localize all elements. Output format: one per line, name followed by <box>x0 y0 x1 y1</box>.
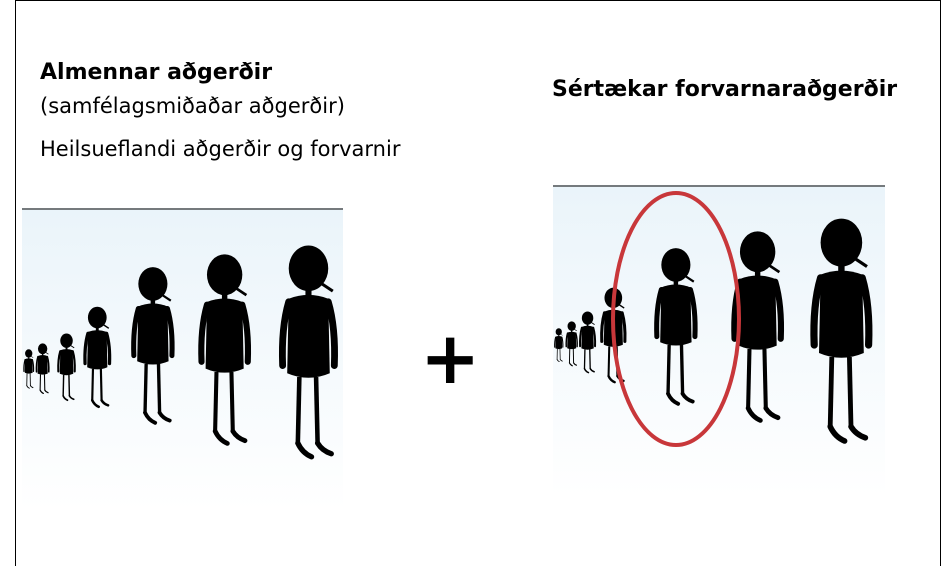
universal-population-image <box>22 208 343 510</box>
figures-row-right <box>553 185 885 496</box>
frame-top-border <box>15 0 941 1</box>
figures-row-left <box>22 208 343 510</box>
left-title: Almennar aðgerðir <box>40 60 272 85</box>
frame-left-border <box>15 0 16 566</box>
left-subtitle-1: (samfélagsmiðaðar aðgerðir) <box>40 94 345 118</box>
right-title: Sértækar forvarnaraðgerðir <box>552 77 897 102</box>
targeted-population-image <box>553 185 885 496</box>
plus-sign: + <box>420 322 480 394</box>
left-subtitle-2: Heilsueflandi aðgerðir og forvarnir <box>40 137 400 161</box>
